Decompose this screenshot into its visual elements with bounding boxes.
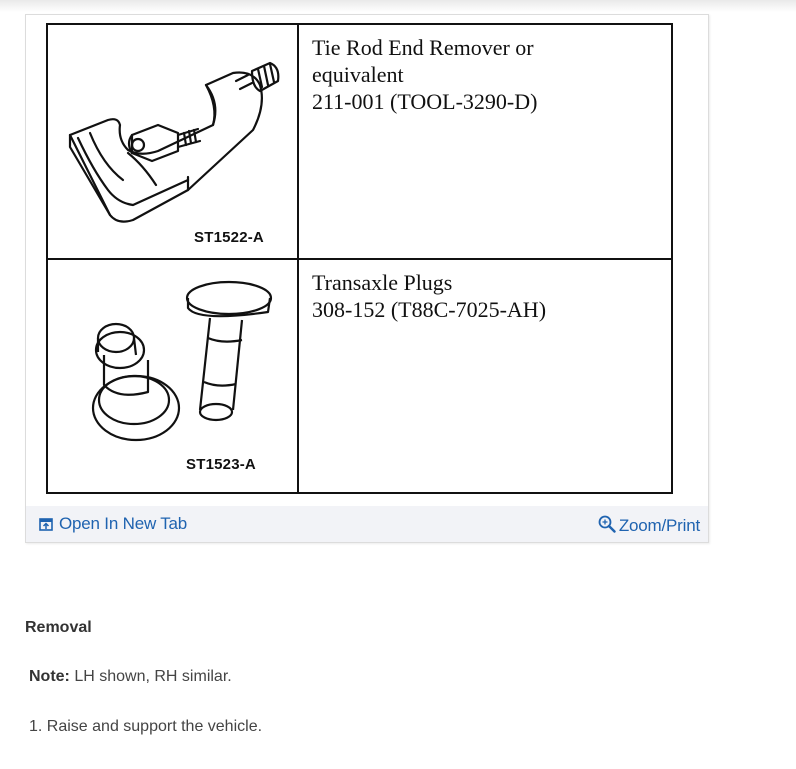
tool-name-line: Transaxle Plugs xyxy=(312,270,453,295)
note-label: Note: xyxy=(29,668,70,685)
zoom-in-icon xyxy=(598,515,616,533)
tool-image-cell-1: ST1522-A xyxy=(48,25,299,260)
open-in-new-tab-label: Open In New Tab xyxy=(59,514,188,533)
section-title: Removal xyxy=(25,619,92,636)
note: Note: LH shown, RH similar. xyxy=(29,668,232,686)
step-1: 1. Raise and support the vehicle. xyxy=(29,718,263,735)
tie-rod-end-remover-illustration xyxy=(68,61,280,223)
figure-code-label: ST1522-A xyxy=(194,229,264,246)
zoom-print-link[interactable]: Zoom/Print xyxy=(598,511,700,536)
figure-card: ST1522-A Tie Rod End Remover or equivale… xyxy=(25,14,709,543)
tool-name-line: equivalent xyxy=(312,62,404,87)
figure-code-label: ST1523-A xyxy=(186,456,256,473)
transaxle-plugs-illustration xyxy=(91,280,273,442)
note-text: LH shown, RH similar. xyxy=(69,668,232,685)
open-new-tab-icon xyxy=(39,517,53,531)
top-shade xyxy=(0,0,796,12)
tool-name-line: Tie Rod End Remover or xyxy=(312,35,534,60)
open-in-new-tab-link[interactable]: Open In New Tab xyxy=(39,514,187,534)
figure-footer: Open In New Tab Zoom/Print xyxy=(26,506,708,542)
special-tools-figure: ST1522-A Tie Rod End Remover or equivale… xyxy=(46,23,673,494)
tool-description-cell-1: Tie Rod End Remover or equivalent 211-00… xyxy=(299,25,671,260)
tool-description-cell-2: Transaxle Plugs 308-152 (T88C-7025-AH) xyxy=(299,260,671,492)
tool-number-line: 308-152 (T88C-7025-AH) xyxy=(312,297,547,322)
tool-image-cell-2: ST1523-A xyxy=(48,260,299,492)
tool-number-line: 211-001 (TOOL-3290-D) xyxy=(312,89,538,114)
zoom-print-label: Zoom/Print xyxy=(618,516,700,535)
tool-description: Tie Rod End Remover or equivalent 211-00… xyxy=(299,25,671,115)
tool-description: Transaxle Plugs 308-152 (T88C-7025-AH) xyxy=(299,260,671,323)
